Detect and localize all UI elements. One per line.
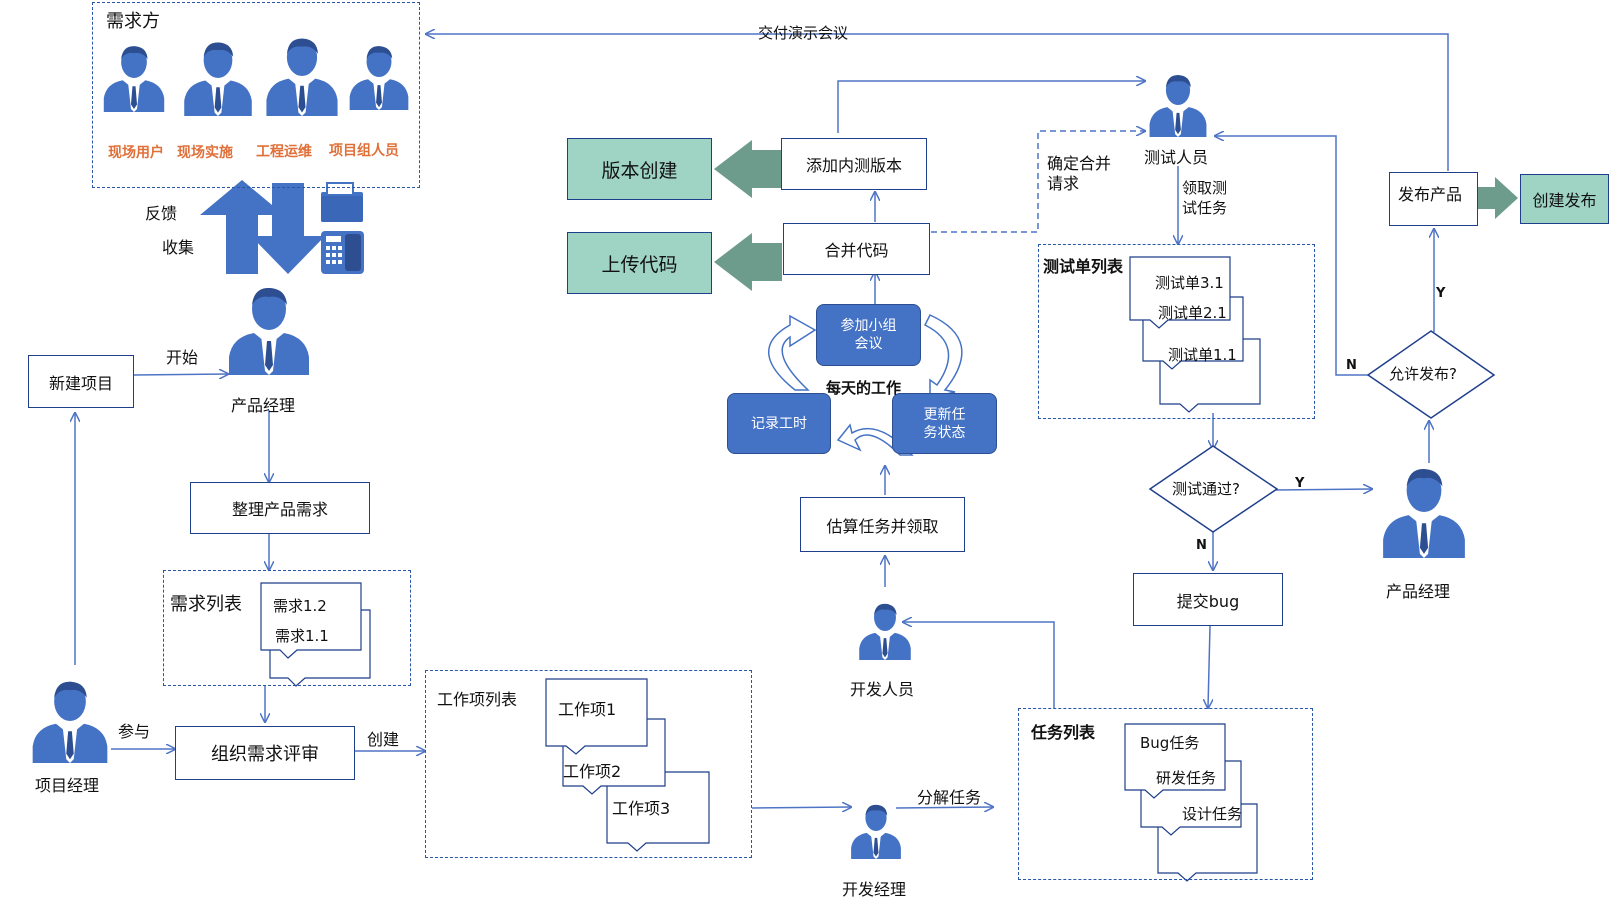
stakeholders-title: 需求方 (106, 11, 160, 32)
estimate-box[interactable]: 估算任务并领取 (800, 497, 965, 552)
update-status-box[interactable]: 更新任 务状态 (892, 393, 997, 454)
product-manager-2-icon (1383, 469, 1465, 558)
developer-icon (859, 603, 911, 660)
tester-label: 测试人员 (1144, 148, 1209, 167)
tester-icon (1149, 75, 1207, 137)
review-box[interactable]: 组织需求评审 (175, 726, 355, 780)
task-item: Bug任务 (1140, 734, 1200, 752)
start-label: 开始 (166, 348, 199, 367)
requirements-list-group (163, 570, 411, 686)
add-internal-version-box[interactable]: 添加内测版本 (781, 138, 927, 190)
feedback-arrows (200, 180, 325, 274)
product-manager-label: 产品经理 (231, 396, 296, 415)
log-hours-box[interactable]: 记录工时 (727, 393, 831, 454)
join-meeting-box[interactable]: 参加小组 会议 (816, 304, 921, 366)
role-project-member: 项目组人员 (329, 143, 399, 159)
test-pass-yes: Y (1295, 476, 1305, 491)
folder-icon (321, 182, 363, 222)
test-item: 测试单2.1 (1158, 304, 1227, 322)
merge-request-connector (931, 131, 1145, 233)
task-list-group (1018, 708, 1313, 880)
upload-arrow (714, 233, 782, 291)
test-list-group (1038, 244, 1315, 419)
role-ops: 工程运维 (256, 144, 312, 160)
project-manager-label: 项目经理 (35, 776, 100, 795)
release-arrow (1478, 177, 1518, 219)
test-pass-diamond (1148, 445, 1279, 533)
role-field-impl: 现场实施 (177, 145, 233, 161)
allow-release-yes: Y (1436, 286, 1446, 301)
demo-meeting-label: 交付演示会议 (758, 24, 849, 42)
confirm-merge-label: 确定合并 请求 (1047, 154, 1112, 193)
connectors (75, 34, 1449, 808)
release-product-box[interactable]: 发布产品 (1389, 172, 1478, 226)
daily-work-title: 每天的工作 (826, 379, 902, 397)
allow-release-no: N (1346, 358, 1357, 373)
organize-requirements-box[interactable]: 整理产品需求 (190, 482, 370, 534)
collect-down-arrow (251, 183, 325, 274)
upload-code-box[interactable]: 上传代码 (567, 232, 712, 294)
product-manager-2-label: 产品经理 (1386, 582, 1451, 601)
stakeholders-group (92, 2, 420, 188)
new-project-box[interactable]: 新建项目 (28, 355, 134, 408)
work-item: 工作项2 (563, 762, 622, 781)
allow-release-question: 允许发布? (1389, 365, 1457, 383)
get-test-task-label: 领取测 试任务 (1182, 179, 1228, 217)
requirements-list-title: 需求列表 (170, 594, 242, 615)
work-items-list-group (425, 670, 752, 858)
role-field-user: 现场用户 (108, 145, 164, 161)
task-list-title: 任务列表 (1031, 723, 1096, 742)
test-list-title: 测试单列表 (1043, 257, 1124, 276)
test-item: 测试单3.1 (1155, 274, 1224, 292)
create-label: 创建 (367, 730, 400, 749)
submit-bug-box[interactable]: 提交bug (1133, 573, 1283, 626)
work-item: 工作项3 (612, 799, 671, 818)
documents (260, 256, 1261, 882)
dev-manager-icon (851, 804, 901, 859)
version-arrow (714, 140, 782, 198)
req-doc-front (260, 582, 362, 659)
green-arrows (714, 140, 1518, 291)
project-manager-icon (32, 681, 108, 763)
split-task-label: 分解任务 (917, 788, 982, 807)
test-pass-question: 测试通过? (1172, 480, 1240, 498)
work-item: 工作项1 (558, 700, 617, 719)
test-item: 测试单1.1 (1168, 346, 1237, 364)
requirement-item: 需求1.1 (275, 627, 329, 645)
create-release-box[interactable]: 创建发布 (1520, 174, 1609, 224)
version-create-box[interactable]: 版本创建 (567, 138, 712, 200)
task-item: 设计任务 (1182, 805, 1243, 823)
calculator-icon (321, 231, 364, 274)
developer-label: 开发人员 (850, 680, 915, 699)
feedback-label: 反馈 (145, 204, 178, 223)
product-manager-icon (229, 287, 309, 375)
participate-label: 参与 (118, 722, 151, 741)
collect-label: 收集 (162, 238, 195, 257)
requirement-item: 需求1.2 (273, 597, 327, 615)
work-items-list-title: 工作项列表 (437, 690, 518, 709)
allow-release-diamond (1366, 330, 1496, 419)
test-pass-no: N (1196, 538, 1207, 553)
task-item: 研发任务 (1156, 769, 1217, 787)
feedback-up-arrow (200, 180, 284, 274)
dev-manager-label: 开发经理 (842, 880, 907, 899)
merge-code-box[interactable]: 合并代码 (783, 223, 930, 275)
